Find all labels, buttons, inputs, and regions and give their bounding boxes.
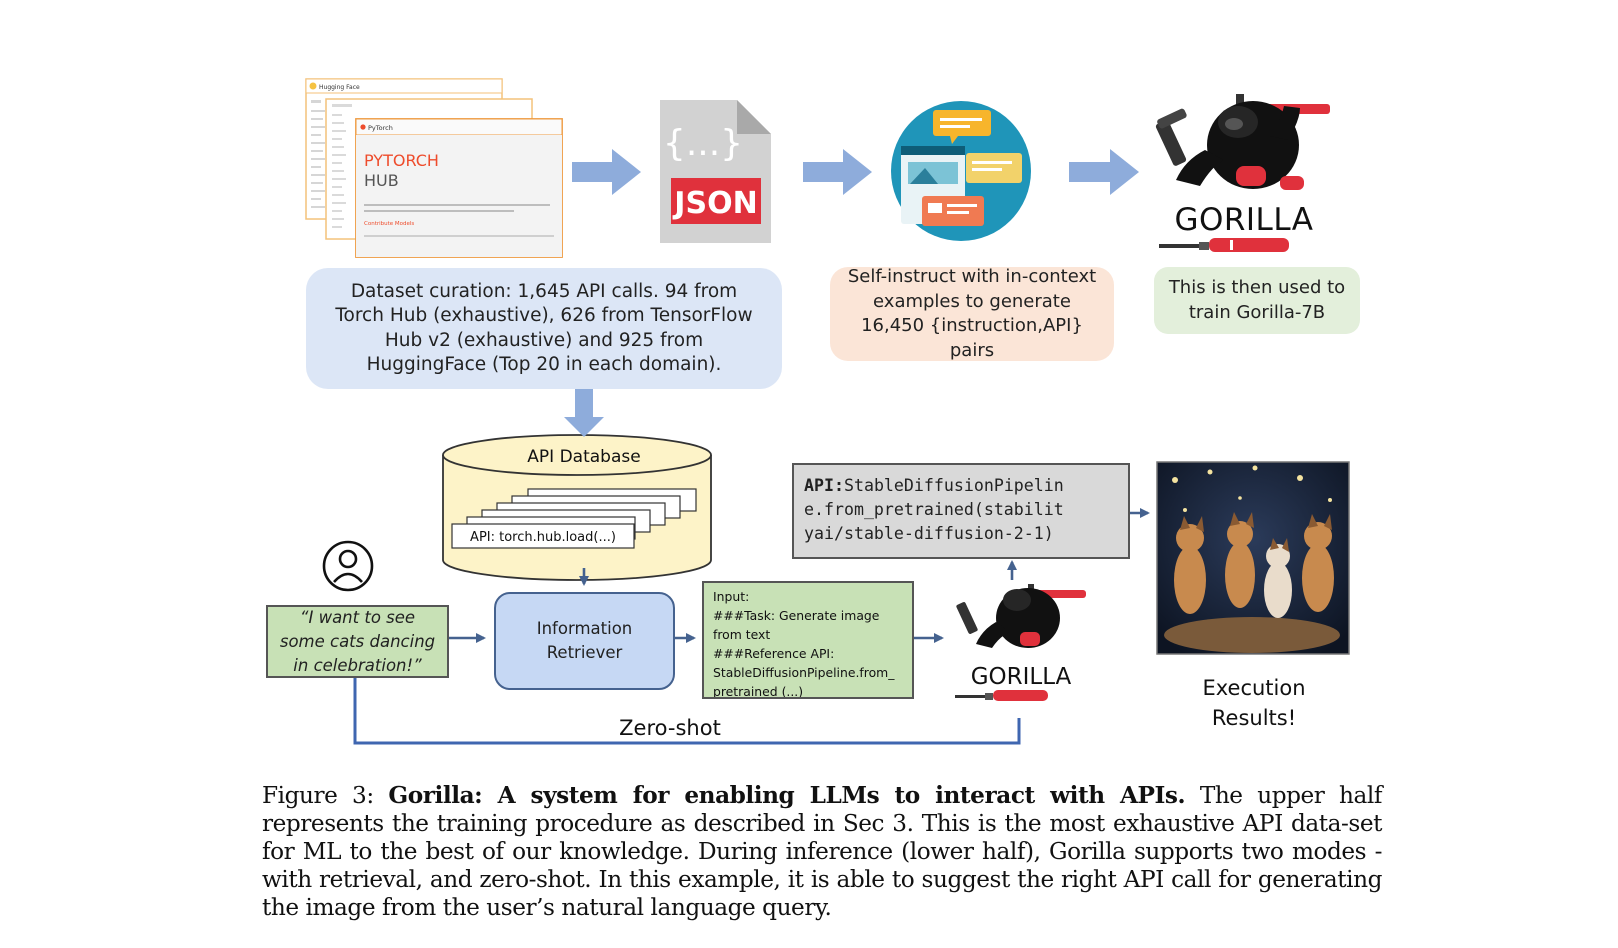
gorilla-diagram: Hugging Face PyTorch PYTORCH HUB (305, 78, 1350, 745)
pytorch-hub-screenshot: Hugging Face PyTorch PYTORCH HUB (305, 78, 563, 258)
self-instruct-text: Self-instruct with in-context examples t… (847, 266, 1097, 361)
information-retriever-text: Information Retriever (536, 619, 633, 662)
contribute-link: Contribute Models (364, 221, 414, 227)
caption-body: The upper half represents the training p… (262, 782, 1383, 921)
gorilla-logo-top: GORILLA (1155, 94, 1330, 252)
dancing-cats-image (1156, 461, 1350, 655)
json-braces: {...} (663, 123, 743, 164)
dataset-curation-text: Dataset curation: 1,645 API calls. 94 fr… (335, 280, 753, 376)
api-output-line: e.from_pretrained(stabilit (804, 500, 1064, 519)
caption-title: Gorilla: A system for enabling LLMs to i… (388, 782, 1186, 809)
input-line: Input: (713, 589, 750, 604)
user-icon (322, 540, 374, 592)
pytorch-brand: PyTorch (368, 124, 393, 132)
api-output-line: yai/stable-diffusion-2-1) (804, 524, 1054, 543)
json-label: JSON (672, 186, 757, 221)
input-line: ###Reference API: (713, 646, 835, 661)
api-output-line: StableDiffusionPipelin (843, 476, 1064, 495)
user-query-box: “I want to see some cats dancing in cele… (266, 605, 449, 678)
gorilla-logo-text-bottom: GORILLA (971, 664, 1072, 690)
api-key-label: API: (804, 476, 844, 495)
caption-label: Figure 3: (262, 782, 374, 809)
gorilla-logo-text-top: GORILLA (1174, 202, 1313, 238)
pytorch-hub-title-1: PYTORCH (364, 151, 439, 170)
input-line: StableDiffusionPipeline.from_ (713, 665, 895, 680)
execution-results-line1: Execution (1202, 676, 1305, 700)
arrow-right-3 (1069, 149, 1139, 195)
flow-connectors (449, 508, 1150, 643)
pytorch-hub-title-2: HUB (364, 171, 399, 190)
user-query-text: “I want to see some cats dancing in cele… (279, 607, 436, 675)
information-retriever-box: Information Retriever (494, 592, 675, 690)
dataset-curation-box: Dataset curation: 1,645 API calls. 94 fr… (306, 268, 782, 389)
chat-windows-icon (891, 101, 1031, 241)
json-file-icon: {...} JSON (660, 100, 771, 243)
figure-caption: Figure 3: Gorilla: A system for enabling… (262, 782, 1382, 922)
train-gorilla-box: This is then used to train Gorilla-7B (1154, 267, 1360, 334)
self-instruct-box: Self-instruct with in-context examples t… (830, 266, 1114, 361)
execution-results-line2: Results! (1212, 706, 1296, 730)
train-gorilla-text: This is then used to train Gorilla-7B (1168, 277, 1346, 323)
api-card-text: API: torch.hub.load(...) (470, 530, 616, 545)
api-database-label: API Database (527, 447, 640, 467)
arrow-right-1 (572, 149, 641, 195)
arrow-right-2 (803, 149, 872, 195)
api-output-box: API:StableDiffusionPipelin e.from_pretra… (792, 463, 1130, 559)
site-logo-text: Hugging Face (319, 84, 360, 91)
zero-shot-line (353, 678, 1021, 745)
arrow-down-big (564, 389, 604, 437)
input-line: from text (713, 627, 771, 642)
input-line: pretrained (...) (713, 684, 804, 699)
gorilla-logo-bottom: GORILLA (955, 584, 1086, 701)
api-database-cylinder: API Database API: torch.hub.load(...) (442, 434, 712, 581)
input-line: ###Task: Generate image (713, 608, 880, 623)
input-prompt-box: Input: ###Task: Generate image from text… (702, 581, 914, 699)
zero-shot-label: Zero-shot (619, 716, 721, 740)
